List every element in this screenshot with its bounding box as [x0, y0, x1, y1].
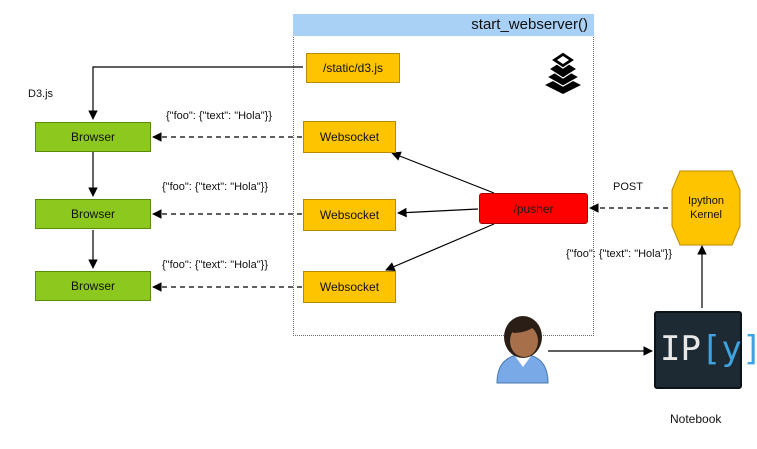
ws-message-1: {"foo": {"text": "Hola"}} — [166, 110, 272, 122]
browser-1: Browser — [35, 122, 151, 152]
kernel-shape — [671, 170, 741, 246]
browser-2: Browser — [35, 199, 151, 229]
kernel-label: Ipython Kernel — [672, 194, 740, 222]
user-icon — [496, 316, 549, 384]
layers-icon — [545, 51, 581, 94]
webserver-title: start_webserver() — [471, 16, 588, 33]
post-label: POST — [613, 181, 643, 193]
ws-message-2: {"foo": {"text": "Hola"}} — [162, 181, 268, 193]
static-d3-box: /static/d3.js — [306, 53, 400, 83]
webserver-header: start_webserver() — [293, 14, 594, 36]
websocket-1: Websocket — [303, 121, 396, 153]
pusher-to-ws3-arrow — [385, 223, 495, 272]
websocket-2: Websocket — [303, 199, 396, 231]
ws-message-3: {"foo": {"text": "Hola"}} — [162, 259, 268, 271]
kernel-label-line2: Kernel — [690, 209, 722, 221]
pusher-box: /pusher — [479, 193, 588, 224]
static-to-browser-arrow — [88, 66, 303, 120]
pusher-to-ws1-arrow — [391, 151, 495, 194]
notebook-logo-y: [y] — [700, 329, 757, 369]
notebook-logo-ip: IP — [660, 329, 701, 369]
websocket-3: Websocket — [303, 271, 396, 303]
d3-label: D3.js — [28, 88, 54, 100]
kernel-label-line1: Ipython — [687, 195, 725, 207]
kernel-message: {"foo": {"text": "Hola"}} — [566, 248, 672, 260]
browser-3: Browser — [35, 271, 151, 301]
notebook-label: Notebook — [670, 412, 722, 426]
notebook-logo: IP[y]: — [654, 311, 757, 389]
notebook-logo-text: IP[y]: — [660, 329, 757, 369]
pusher-to-ws2-arrow — [397, 207, 479, 218]
